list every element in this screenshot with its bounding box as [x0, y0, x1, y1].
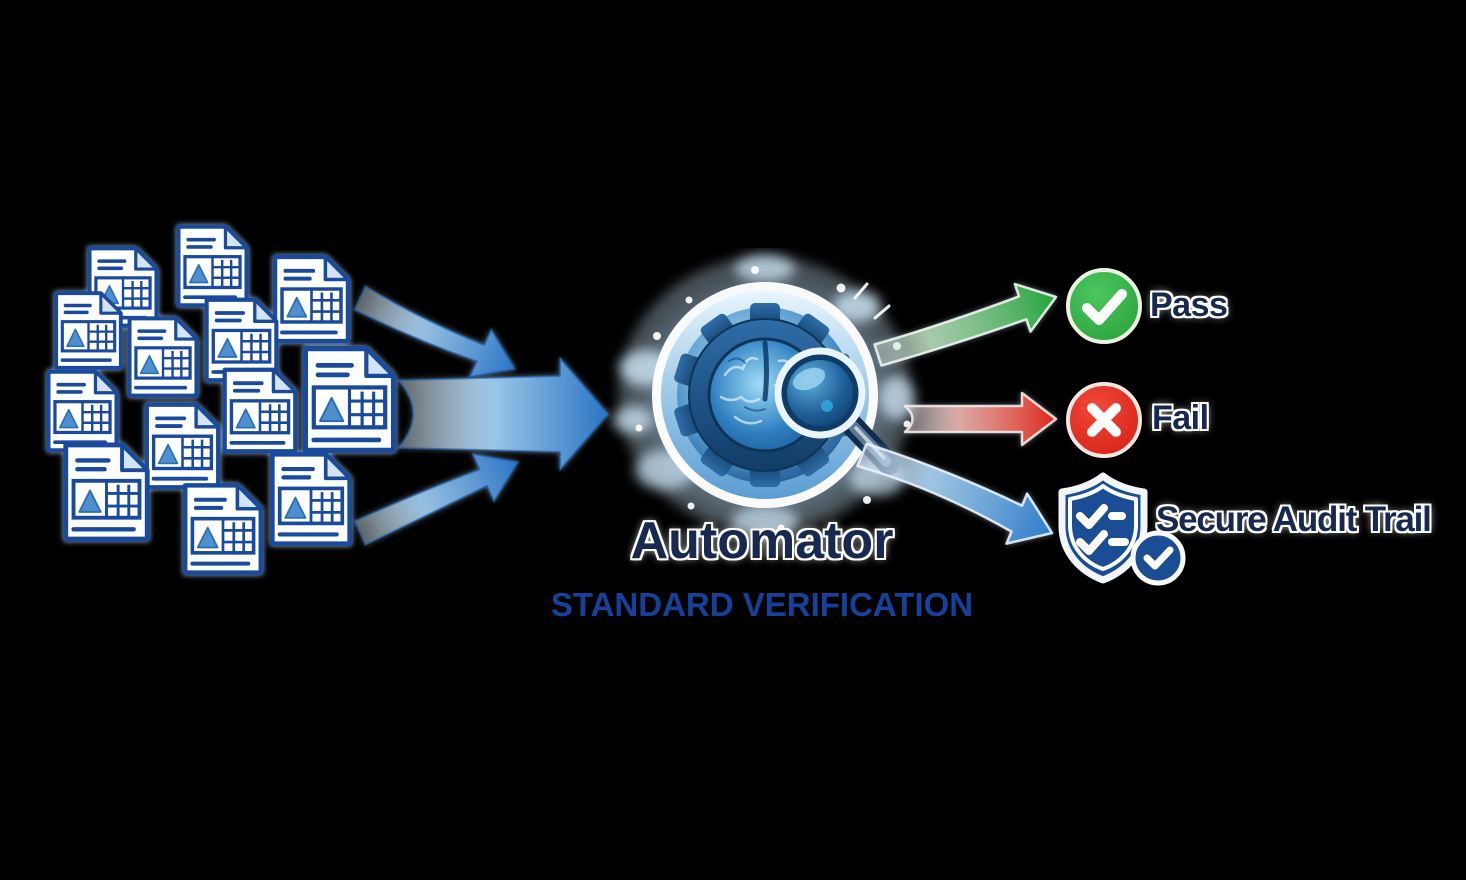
document-icon — [147, 405, 218, 487]
document-icon — [178, 227, 246, 306]
document-icon — [66, 445, 147, 539]
fail-label: Fail — [1152, 399, 1209, 437]
document-icon — [272, 454, 349, 543]
input-arrows — [353, 285, 609, 546]
document-icon — [225, 370, 296, 451]
processor-subtitle: STANDARD VERIFICATION — [550, 586, 974, 623]
output-arrows — [856, 282, 1058, 545]
audit-arrow — [856, 442, 1054, 545]
pass-arrow — [873, 282, 1058, 367]
pass-label: Pass — [1150, 286, 1228, 324]
input-arrow-bottom — [353, 452, 519, 546]
shield-checklist-icon — [1058, 472, 1186, 586]
document-icon — [127, 316, 199, 398]
document-icon — [54, 291, 123, 370]
input-arrow-top — [353, 285, 516, 378]
gear-brain-magnifier-logo — [613, 254, 915, 538]
fail-arrow — [903, 391, 1058, 447]
document-icon — [48, 372, 116, 451]
document-icon — [275, 257, 348, 341]
document-icon — [185, 485, 261, 572]
sparkle-dots — [635, 266, 911, 532]
input-arrow-middle — [397, 357, 609, 471]
x-circle-icon — [1066, 382, 1142, 458]
processor-title: Automator — [630, 512, 894, 570]
check-circle-icon — [1066, 268, 1142, 344]
audit-label: Secure Audit Trail — [1156, 500, 1432, 539]
